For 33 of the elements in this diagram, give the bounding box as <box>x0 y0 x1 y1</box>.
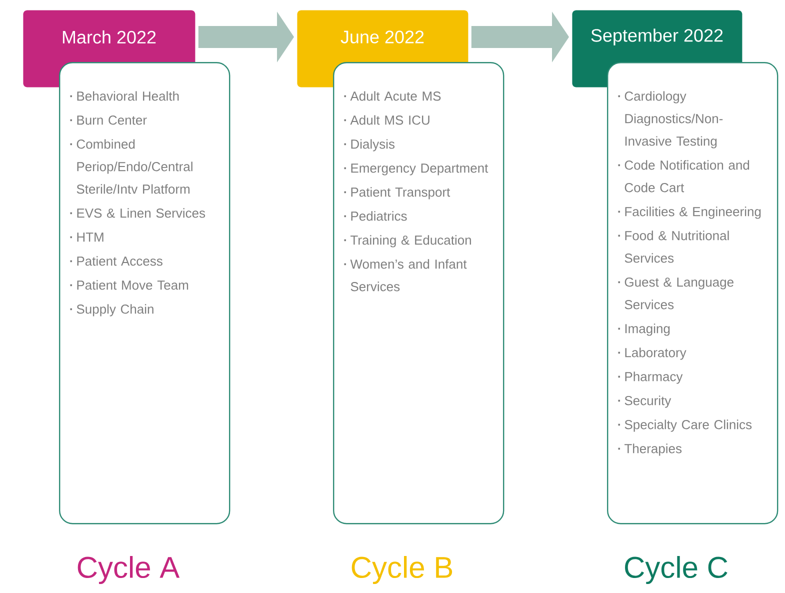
list-item: Burn Center <box>70 116 147 125</box>
list-item: Supply Chain <box>70 304 154 316</box>
list-item: Laboratory <box>618 348 686 360</box>
list-item: Specialty Care Clinics <box>618 420 752 432</box>
list-item: Combined Periop/Endo/Central Sterile/Intv Platform <box>70 139 192 194</box>
list-item: EVS & Linen Services <box>70 208 206 218</box>
list-box <box>607 62 778 524</box>
list-item: Pediatrics <box>344 211 407 221</box>
list-item: Emergency Department <box>344 164 488 176</box>
list-item: Code Notification and Code Cart <box>618 160 750 192</box>
list-box <box>333 62 504 524</box>
cycle-label: Cycle C <box>625 556 728 584</box>
list-item: Patient Transport <box>344 187 450 200</box>
cycle-label: Cycle A <box>78 556 180 584</box>
list-item: Pharmacy <box>618 372 683 384</box>
list-item: Patient Move Team <box>70 280 188 290</box>
list-item: Guest & Language Services <box>618 278 734 310</box>
list-item: Adult Acute MS <box>344 91 441 101</box>
list-item: Adult MS ICU <box>344 115 430 125</box>
cycle-label: Cycle B <box>352 556 452 584</box>
list-item: Security <box>618 396 672 408</box>
list-item: Imaging <box>618 324 670 336</box>
list-item: HTM <box>70 232 104 242</box>
list-item: Therapies <box>618 444 682 456</box>
list-item: Facilities & Engineering <box>618 206 761 219</box>
list-item: Training & Education <box>344 235 471 248</box>
list-box <box>59 62 230 524</box>
list-item: Dialysis <box>344 139 395 152</box>
list-item: Cardiology Diagnostics/Non-Invasive Testing <box>618 91 723 148</box>
list-item: Women’s and Infant Services <box>344 259 467 292</box>
list-item: Patient Access <box>70 256 162 266</box>
list-item: Behavioral Health <box>70 91 179 101</box>
list-item: Food & Nutritional Services <box>618 230 729 263</box>
